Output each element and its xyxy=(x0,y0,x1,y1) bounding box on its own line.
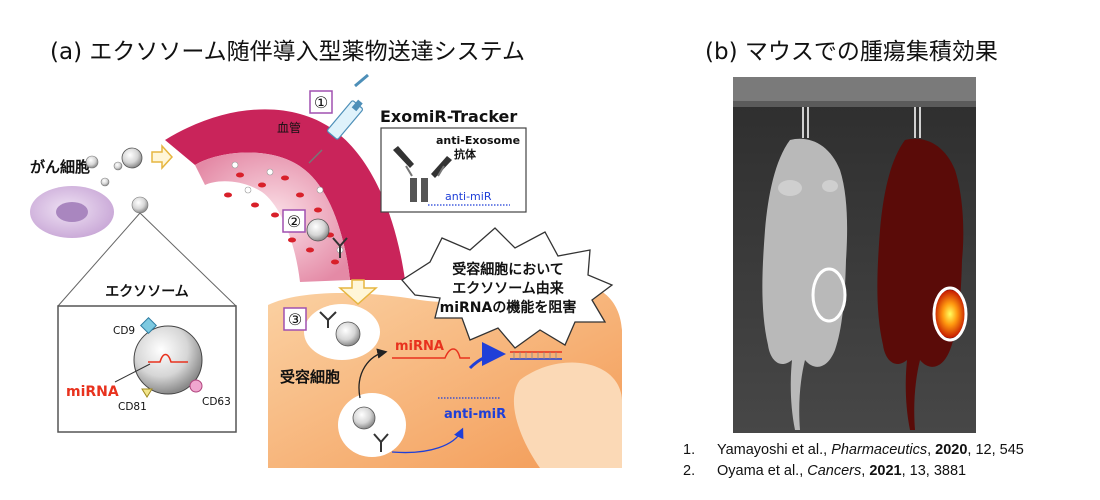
arrow-to-vessel-icon xyxy=(151,144,174,170)
exosome-detail-sphere xyxy=(133,325,203,395)
exosome-mirna-label: miRNA xyxy=(66,384,119,400)
syringe-icon xyxy=(308,73,369,164)
tumor-circle-treated xyxy=(932,286,968,342)
cd81-label: CD81 xyxy=(118,401,147,413)
recipient-mirna-label: miRNA xyxy=(395,339,444,354)
exosome-box-title: エクソソーム xyxy=(105,284,189,300)
cancer-cell-nucleus xyxy=(56,202,88,222)
exosome-mirna-strand xyxy=(148,353,188,363)
antibody-label-line2: 抗体 xyxy=(454,147,477,161)
membrane-antibody-icon xyxy=(319,311,337,328)
recipient-mirna-strand xyxy=(392,348,470,359)
cd9-marker-icon xyxy=(140,317,157,334)
tracker-box xyxy=(380,127,527,213)
callout-starburst xyxy=(401,227,614,349)
exosome-to-vessel xyxy=(121,147,143,169)
cd63-marker-icon xyxy=(189,379,203,393)
mouse-treated xyxy=(877,138,964,430)
antibody-label-line1: anti-Exosome xyxy=(436,134,520,147)
step1-label: ① xyxy=(314,93,328,112)
step3-box xyxy=(283,307,307,331)
reference-2: 2.Oyama et al., Cancers, 2021, 13, 3881 xyxy=(683,463,967,479)
tracker-anti-mir-label: anti-miR xyxy=(445,190,492,203)
membrane-exosome xyxy=(335,321,361,347)
cd81-marker-icon xyxy=(141,388,153,398)
red-blood-cells xyxy=(224,172,339,265)
mouse-image xyxy=(733,77,976,433)
mouse-control xyxy=(762,138,848,430)
step2-box xyxy=(282,209,306,233)
endosome-exosome xyxy=(352,406,376,430)
reference-1: 1.Yamayoshi et al., Pharmaceutics, 2020,… xyxy=(683,442,1024,458)
blood-vessel xyxy=(165,109,405,281)
references: 1.Yamayoshi et al., Pharmaceutics, 2020,… xyxy=(683,440,1024,482)
uptake-arrow xyxy=(358,348,388,399)
blue-arrow-icon xyxy=(468,342,506,370)
antibody-icon xyxy=(393,146,452,202)
blood-vessel-label: 血管 xyxy=(277,120,301,135)
panel-b-title: (b) マウスでの腫瘍集積効果 xyxy=(705,39,998,65)
cd9-label: CD9 xyxy=(113,325,135,337)
recipient-anti-mir-label: anti-miR xyxy=(444,407,506,422)
released-exosomes xyxy=(85,155,149,214)
cd63-label: CD63 xyxy=(202,396,231,408)
release-arrow xyxy=(391,427,464,454)
step2-label: ② xyxy=(287,212,301,231)
tumor-circle-control xyxy=(811,267,847,323)
endosome-antibody-icon xyxy=(373,433,389,452)
mirna-pointer xyxy=(114,363,151,383)
step3-label: ③ xyxy=(288,310,302,329)
tumor-glow xyxy=(934,290,966,338)
vessel-exosome-tracker xyxy=(306,218,330,242)
tracker-title: ExomiR-Tracker xyxy=(380,107,517,126)
cancer-cell-label: がん細胞 xyxy=(30,158,90,176)
callout-line1: 受容細胞において xyxy=(452,261,564,278)
recipient-cell-label: 受容細胞 xyxy=(280,368,340,386)
step1-box xyxy=(309,90,333,114)
callout-line3: miRNAの機能を阻害 xyxy=(440,299,577,316)
duplex-strand xyxy=(510,351,562,360)
recipient-nucleus xyxy=(513,362,622,468)
panel-a-title: (a) エクソソーム随伴導入型薬物送達システム xyxy=(50,39,525,65)
zoom-lines xyxy=(57,212,237,307)
vessel-antibody-icon xyxy=(332,237,348,258)
callout-line2: エクソソーム由来 xyxy=(452,280,565,297)
arrow-into-cell-icon xyxy=(338,279,378,306)
